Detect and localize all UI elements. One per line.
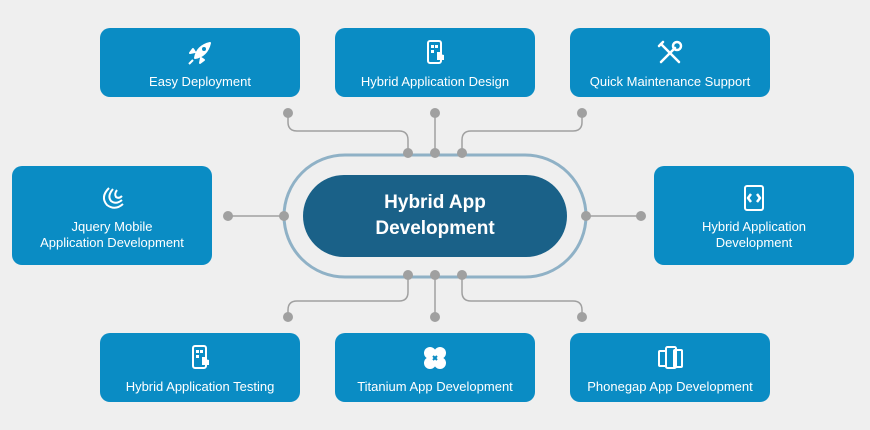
dot: [283, 312, 293, 322]
node-label: Jquery Mobile Application Development: [40, 218, 184, 250]
center-ring: [282, 153, 588, 279]
connector-phonegap: [461, 275, 583, 317]
dot: [430, 312, 440, 322]
dot: [581, 211, 591, 221]
dot: [430, 148, 440, 158]
node-hybrid-app-testing: Hybrid Application Testing: [100, 333, 300, 402]
node-label: Quick Maintenance Support: [589, 73, 751, 89]
touch-phone-icon: [183, 341, 217, 375]
connector-quick-maintenance: [461, 113, 583, 153]
phones-icon: [653, 341, 687, 375]
dot: [279, 211, 289, 221]
dot: [403, 148, 413, 158]
dot: [577, 108, 587, 118]
dot: [403, 270, 413, 280]
node-label: Titanium App Development: [357, 378, 513, 394]
center-node: Hybrid App Development: [303, 175, 567, 257]
node-jquery-mobile: Jquery Mobile Application Development: [12, 166, 212, 265]
node-hybrid-app-design: Hybrid Application Design: [335, 28, 535, 97]
connector-testing: [287, 275, 409, 317]
rocket-icon: [183, 36, 217, 70]
dot: [457, 148, 467, 158]
node-label: Hybrid Application Testing: [125, 378, 275, 394]
node-phonegap: Phonegap App Development: [570, 333, 770, 402]
dot: [430, 270, 440, 280]
dot: [636, 211, 646, 221]
jquery-icon: [95, 181, 129, 215]
center-title: Hybrid App Development: [375, 192, 495, 239]
node-label: Hybrid Application Development: [701, 218, 807, 250]
titanium-icon: [418, 341, 452, 375]
node-easy-deployment: Easy Deployment: [100, 28, 300, 97]
dot: [457, 270, 467, 280]
code-icon: [737, 181, 771, 215]
dot: [430, 108, 440, 118]
dot: [223, 211, 233, 221]
tools-icon: [653, 36, 687, 70]
dot: [283, 108, 293, 118]
node-quick-maintenance: Quick Maintenance Support: [570, 28, 770, 97]
node-hybrid-app-development: Hybrid Application Development: [654, 166, 854, 265]
node-titanium: Titanium App Development: [335, 333, 535, 402]
node-label: Phonegap App Development: [587, 378, 753, 394]
node-label: Hybrid Application Design: [360, 73, 510, 89]
node-label: Easy Deployment: [149, 73, 251, 89]
connector-easy-deployment: [287, 113, 409, 153]
dot: [577, 312, 587, 322]
touch-phone-icon: [418, 36, 452, 70]
